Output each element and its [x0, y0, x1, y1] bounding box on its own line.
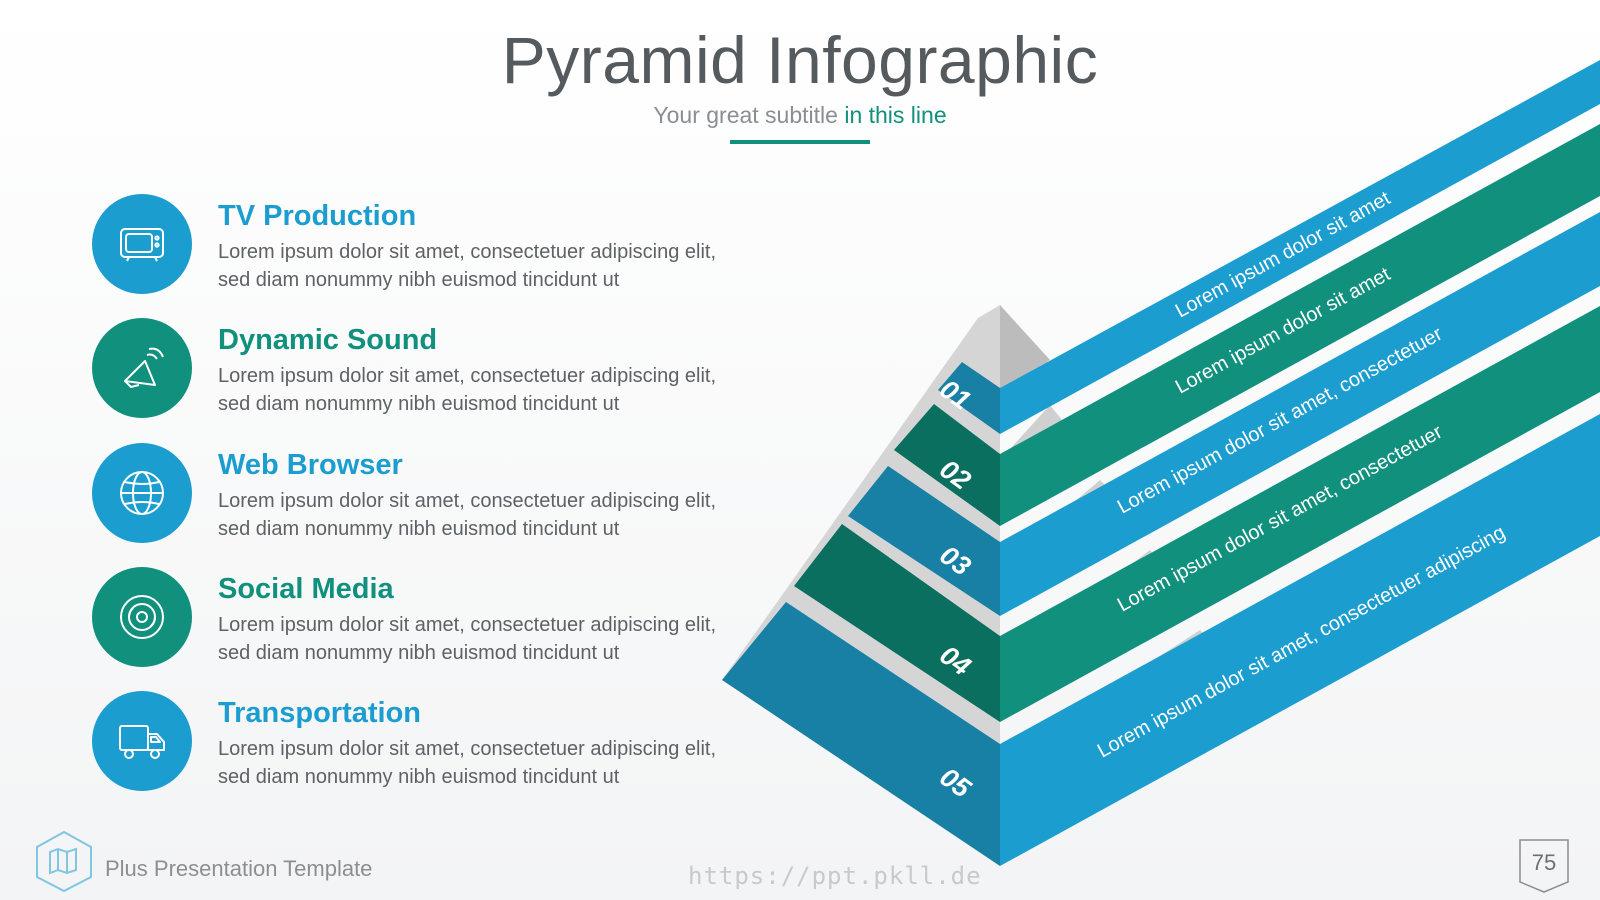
pyramid-apex	[1000, 305, 1050, 388]
disc-icon-circle	[92, 567, 192, 667]
item-title: Dynamic Sound	[218, 324, 438, 356]
item-title: Transportation	[218, 697, 422, 729]
page-subtitle: Your great subtitle in this line	[0, 102, 1600, 129]
disc-icon	[120, 595, 164, 639]
ribbon-02	[1000, 124, 1600, 526]
pyramid-segment-03	[848, 466, 1000, 616]
list-item-web-browser: Web Browser Lorem ipsum dolor sit amet, …	[92, 443, 732, 543]
item-description: Lorem ipsum dolor sit amet, consectetuer…	[218, 365, 717, 415]
ribbon-05	[1000, 414, 1600, 866]
tv-icon	[120, 228, 164, 262]
list-item-social-media: Social Media Lorem ipsum dolor sit amet,…	[92, 567, 732, 667]
speaker-icon	[124, 347, 164, 388]
item-description: Lorem ipsum dolor sit amet, consectetuer…	[218, 614, 717, 664]
pyramid-segment-02	[894, 404, 1000, 526]
pyramid-segment-04	[794, 524, 1000, 722]
globe-icon	[120, 471, 164, 515]
subtitle-accent: in this line	[844, 102, 947, 128]
item-description: Lorem ipsum dolor sit amet, consectetuer…	[218, 241, 717, 291]
page-number: 75	[1531, 850, 1557, 875]
list-item-tv-production: TV Production Lorem ipsum dolor sit amet…	[92, 194, 732, 294]
page-title: Pyramid Infographic	[501, 23, 1099, 97]
pyramid-segment-01	[938, 362, 1000, 434]
list-item-dynamic-sound: Dynamic Sound Lorem ipsum dolor sit amet…	[92, 318, 732, 418]
subtitle-underline	[730, 140, 870, 144]
ribbon-01	[1000, 60, 1600, 434]
item-description: Lorem ipsum dolor sit amet, consectetuer…	[218, 490, 717, 540]
tv-icon-circle	[92, 194, 192, 294]
ribbon-04	[1000, 306, 1600, 722]
watermark-url: https://ppt.pkll.de	[688, 862, 982, 890]
ribbon-03	[1000, 212, 1600, 616]
truck-icon	[119, 725, 165, 759]
item-title: Web Browser	[218, 449, 403, 481]
item-title: Social Media	[218, 573, 394, 605]
truck-icon-circle	[92, 691, 192, 791]
globe-icon-circle	[92, 443, 192, 543]
list-item-transportation: Transportation Lorem ipsum dolor sit ame…	[92, 691, 732, 791]
speaker-icon-circle	[92, 318, 192, 418]
page-number-badge	[1519, 839, 1569, 893]
footer-brand: Plus Presentation Template	[105, 856, 373, 881]
item-title: TV Production	[218, 200, 417, 232]
subtitle-plain: Your great subtitle	[653, 102, 838, 128]
item-description: Lorem ipsum dolor sit amet, consectetuer…	[218, 738, 717, 788]
pyramid-segment-05	[722, 602, 1000, 866]
map-icon	[36, 830, 92, 892]
